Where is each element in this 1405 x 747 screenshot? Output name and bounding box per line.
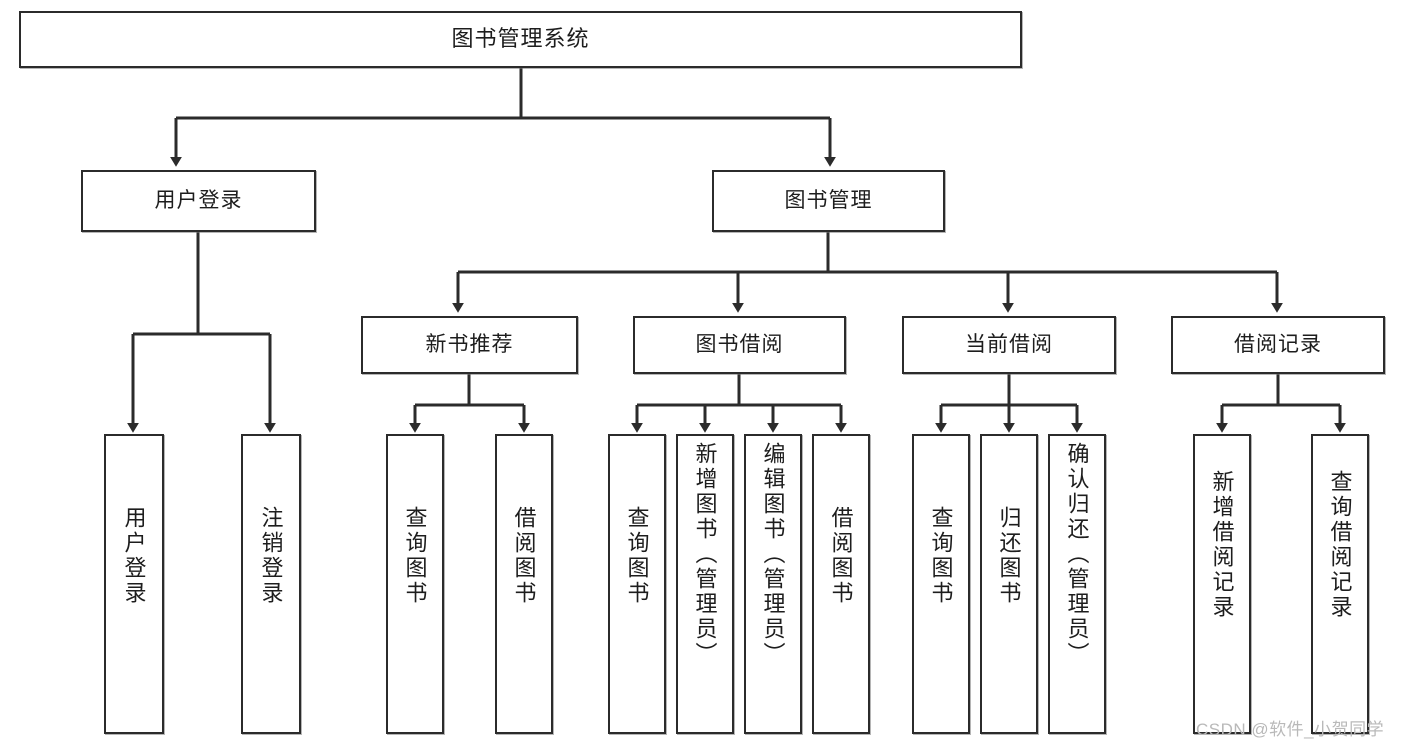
- node-root[interactable]: 图书管理系统: [19, 11, 1022, 68]
- node-leaf-query-record-label: 查询借阅记录: [1327, 470, 1353, 620]
- node-leaf-query-book-2[interactable]: 查询图书: [608, 434, 666, 734]
- node-current-borrow-label: 当前借阅: [965, 333, 1053, 357]
- node-leaf-add-record[interactable]: 新增借阅记录: [1193, 434, 1251, 734]
- node-leaf-query-book-3-label: 查询图书: [928, 506, 954, 606]
- node-leaf-user-logout-label: 注销登录: [258, 506, 284, 606]
- node-leaf-user-logout[interactable]: 注销登录: [241, 434, 301, 734]
- node-leaf-edit-book[interactable]: 编辑图书（管理员）: [744, 434, 802, 734]
- node-user-login[interactable]: 用户登录: [81, 170, 316, 232]
- node-book-borrow[interactable]: 图书借阅: [633, 316, 846, 374]
- node-leaf-query-book-1-label: 查询图书: [402, 506, 428, 606]
- node-leaf-return-book[interactable]: 归还图书: [980, 434, 1038, 734]
- node-leaf-borrow-book-1[interactable]: 借阅图书: [495, 434, 553, 734]
- node-new-book-recommend-label: 新书推荐: [425, 333, 514, 357]
- node-current-borrow[interactable]: 当前借阅: [902, 316, 1116, 374]
- node-borrow-record[interactable]: 借阅记录: [1171, 316, 1385, 374]
- node-leaf-query-book-1[interactable]: 查询图书: [386, 434, 444, 734]
- node-leaf-user-login-label: 用户登录: [121, 506, 147, 606]
- node-leaf-borrow-book-1-label: 借阅图书: [511, 506, 537, 606]
- node-book-manage[interactable]: 图书管理: [712, 170, 945, 232]
- node-leaf-return-book-label: 归还图书: [996, 506, 1022, 606]
- node-leaf-confirm-return[interactable]: 确认归还（管理员）: [1048, 434, 1106, 734]
- node-leaf-query-book-3[interactable]: 查询图书: [912, 434, 970, 734]
- node-leaf-add-book-label: 新增图书（管理员）: [692, 442, 718, 667]
- node-leaf-user-login[interactable]: 用户登录: [104, 434, 164, 734]
- node-leaf-add-book[interactable]: 新增图书（管理员）: [676, 434, 734, 734]
- node-leaf-borrow-book-2-label: 借阅图书: [828, 506, 854, 606]
- node-leaf-query-record[interactable]: 查询借阅记录: [1311, 434, 1369, 734]
- node-book-manage-label: 图书管理: [784, 189, 873, 213]
- node-root-label: 图书管理系统: [451, 26, 590, 52]
- node-leaf-add-record-label: 新增借阅记录: [1209, 470, 1235, 620]
- node-leaf-edit-book-label: 编辑图书（管理员）: [760, 442, 786, 667]
- node-new-book-recommend[interactable]: 新书推荐: [361, 316, 578, 374]
- node-book-borrow-label: 图书借阅: [695, 333, 784, 357]
- node-borrow-record-label: 借阅记录: [1234, 333, 1322, 357]
- node-leaf-query-book-2-label: 查询图书: [624, 506, 650, 606]
- node-leaf-borrow-book-2[interactable]: 借阅图书: [812, 434, 870, 734]
- csdn-watermark: CSDN @软件_小贺同学: [1196, 720, 1385, 739]
- node-leaf-confirm-return-label: 确认归还（管理员）: [1064, 442, 1090, 667]
- node-user-login-label: 用户登录: [154, 189, 243, 213]
